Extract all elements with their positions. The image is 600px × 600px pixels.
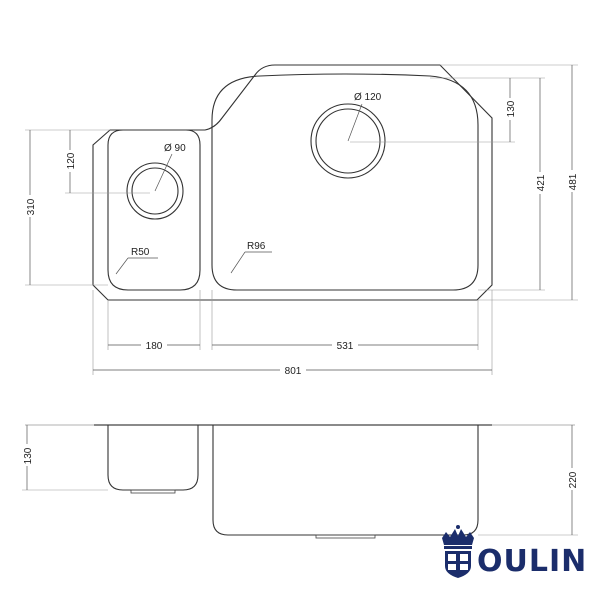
dim-120: 120 xyxy=(66,152,77,169)
small-bowl-side xyxy=(107,425,199,491)
large-drain-label: Ø 120 xyxy=(354,92,382,103)
small-drain-leader xyxy=(154,153,173,192)
dim-220: 220 xyxy=(568,471,579,488)
dim-421: 421 xyxy=(536,174,547,191)
small-radius-label: R50 xyxy=(131,247,150,258)
large-bowl xyxy=(211,73,479,291)
dim-801: 801 xyxy=(285,366,302,377)
dim-481: 481 xyxy=(568,173,579,190)
large-drain-inner xyxy=(315,108,381,174)
large-drain-outer xyxy=(310,103,386,179)
brand-logo: OULIN xyxy=(477,544,587,579)
small-bowl xyxy=(107,129,201,291)
dim-310: 310 xyxy=(26,198,37,215)
large-drain-leader xyxy=(347,103,363,142)
dim-531: 531 xyxy=(337,341,354,352)
small-drain-label: Ø 90 xyxy=(164,143,186,154)
small-drain-side xyxy=(130,489,176,494)
large-bowl-side xyxy=(212,425,479,536)
dim-180: 180 xyxy=(146,341,163,352)
dim-130-top: 130 xyxy=(506,100,517,117)
large-radius-label: R96 xyxy=(247,241,266,252)
sink-outline xyxy=(92,64,493,301)
r96-leader xyxy=(230,251,246,274)
small-drain-outer xyxy=(126,162,184,220)
small-drain-inner xyxy=(131,167,179,215)
r50-leader xyxy=(115,257,129,275)
dim-130-side: 130 xyxy=(23,447,34,464)
brand-crest-icon xyxy=(442,525,474,578)
large-drain-side xyxy=(315,534,376,539)
